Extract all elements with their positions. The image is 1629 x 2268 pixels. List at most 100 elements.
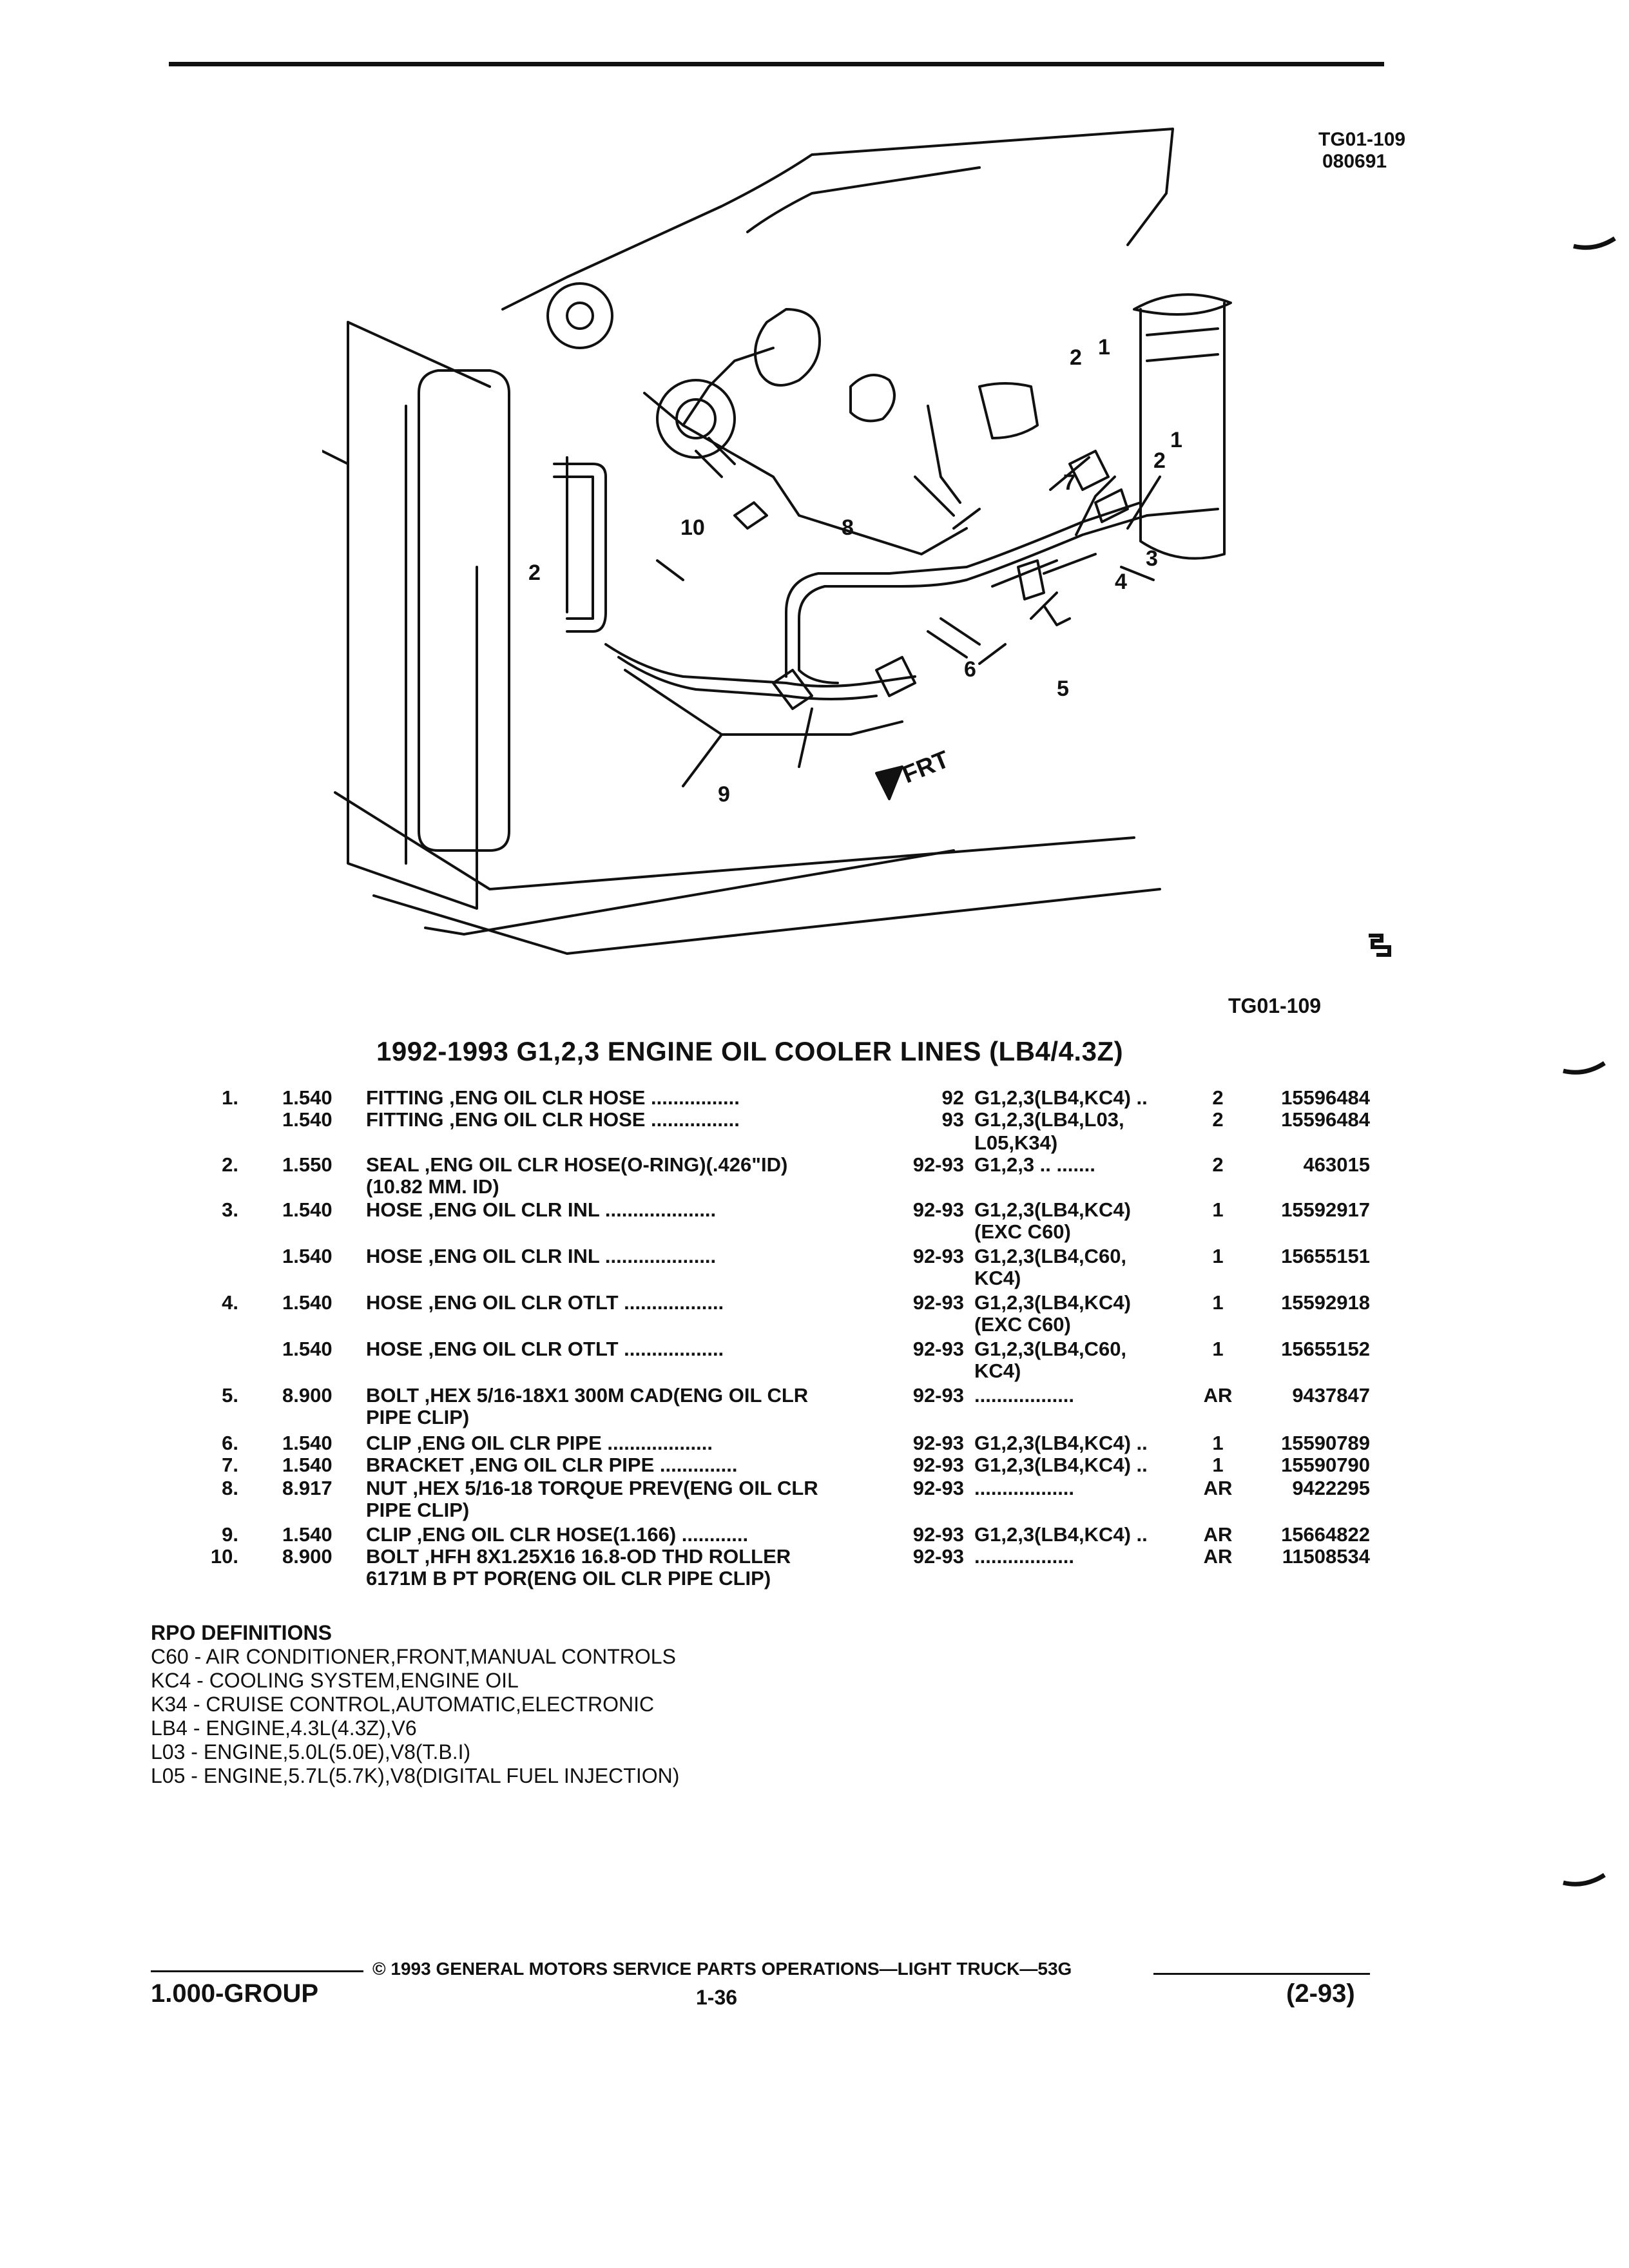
model-year: 92-93 <box>912 1245 964 1267</box>
group-number: 8.900 <box>282 1384 333 1407</box>
group-number: 1.550 <box>282 1153 333 1176</box>
part-number: 15664822 <box>1281 1523 1370 1546</box>
part-number: 15596484 <box>1281 1108 1370 1131</box>
group-number: 1.540 <box>282 1245 333 1267</box>
part-description: (10.82 MM. ID) <box>366 1175 499 1198</box>
callout-label: 1 <box>1170 428 1182 452</box>
part-number: 15590790 <box>1281 1454 1370 1476</box>
group-number: 1.540 <box>282 1523 333 1546</box>
rpo-line: LB4 - ENGINE,4.3L(4.3Z),V6 <box>151 1716 417 1740</box>
model-year: 92-93 <box>912 1198 964 1221</box>
callout-label: 8 <box>842 515 854 540</box>
model-year: 92-93 <box>912 1153 964 1176</box>
part-number: 15592917 <box>1281 1198 1370 1221</box>
model-year: 92-93 <box>912 1477 964 1499</box>
usage-code: (EXC C60) <box>974 1220 1071 1243</box>
part-description: HOSE ,ENG OIL CLR INL ..................… <box>366 1245 717 1267</box>
model-year: 92-93 <box>912 1454 964 1476</box>
rpo-line: K34 - CRUISE CONTROL,AUTOMATIC,ELECTRONI… <box>151 1693 655 1716</box>
usage-code: .................. <box>974 1384 1075 1407</box>
usage-code: KC4) <box>974 1360 1021 1382</box>
rpo-line: C60 - AIR CONDITIONER,FRONT,MANUAL CONTR… <box>151 1645 676 1668</box>
part-description: BRACKET ,ENG OIL CLR PIPE .............. <box>366 1454 738 1476</box>
group-number: 1.540 <box>282 1432 333 1454</box>
usage-code: G1,2,3(LB4,C60, <box>974 1338 1127 1360</box>
item-number: 1. <box>222 1086 238 1109</box>
part-description: BOLT ,HFH 8X1.25X16 16.8-OD THD ROLLER <box>366 1545 791 1568</box>
quantity: 1 <box>1212 1454 1224 1476</box>
part-number: 11508534 <box>1282 1545 1370 1568</box>
item-number: 3. <box>222 1198 238 1221</box>
part-description: PIPE CLIP) <box>366 1406 470 1428</box>
callout-label: 1 <box>1098 335 1110 360</box>
usage-code: G1,2,3(LB4,KC4) <box>974 1291 1131 1314</box>
model-year: 92-93 <box>912 1523 964 1546</box>
quantity: 1 <box>1212 1245 1224 1267</box>
quantity: 1 <box>1212 1291 1224 1314</box>
group-number: 8.917 <box>282 1477 333 1499</box>
part-description: 6171M B PT POR(ENG OIL CLR PIPE CLIP) <box>366 1567 771 1590</box>
page-number: 1-36 <box>696 1986 738 2009</box>
item-number: 5. <box>222 1384 238 1407</box>
part-description: FITTING ,ENG OIL CLR HOSE ..............… <box>366 1086 740 1109</box>
figure-date-code: 080691 <box>1322 151 1387 172</box>
copyright-line: © 1993 GENERAL MOTORS SERVICE PARTS OPER… <box>372 1959 1072 1979</box>
usage-code: G1,2,3(LB4,KC4) .. <box>974 1086 1148 1109</box>
model-year: 92-93 <box>912 1545 964 1568</box>
usage-code: G1,2,3(LB4,KC4) <box>974 1198 1131 1221</box>
usage-code: .................. <box>974 1545 1075 1568</box>
usage-code: .................. <box>974 1477 1075 1499</box>
quantity: 1 <box>1212 1198 1224 1221</box>
part-number: 15590789 <box>1281 1432 1370 1454</box>
group-number: 8.900 <box>282 1545 333 1568</box>
model-year: 92-93 <box>912 1384 964 1407</box>
usage-code: G1,2,3(LB4,KC4) .. <box>974 1432 1148 1454</box>
figure-code-bottom: TG01-109 <box>1228 994 1322 1017</box>
rpo-definitions: RPO DEFINITIONS C60 - AIR CONDITIONER,FR… <box>151 1621 679 1788</box>
margin-mark <box>1563 1061 1606 1075</box>
model-year: 92 <box>941 1086 964 1109</box>
part-number: 15592918 <box>1281 1291 1370 1314</box>
group-number: 1.540 <box>282 1338 333 1360</box>
part-description: CLIP ,ENG OIL CLR PIPE .................… <box>366 1432 713 1454</box>
footer-rule-right <box>1153 1973 1370 1975</box>
item-number: 9. <box>222 1523 238 1546</box>
usage-code: G1,2,3 .. ....... <box>974 1153 1095 1176</box>
model-year: 92-93 <box>912 1291 964 1314</box>
part-description: BOLT ,HEX 5/16-18X1 300M CAD(ENG OIL CLR <box>366 1384 809 1407</box>
part-description: CLIP ,ENG OIL CLR HOSE(1.166) ..........… <box>366 1523 749 1546</box>
quantity: 2 <box>1212 1108 1224 1131</box>
usage-code: G1,2,3(LB4,L03, <box>974 1108 1124 1131</box>
part-description: PIPE CLIP) <box>366 1499 470 1521</box>
callout-label: 7 <box>1063 470 1075 495</box>
callout-label: 2 <box>1153 448 1166 473</box>
rpo-heading: RPO DEFINITIONS <box>151 1621 332 1644</box>
group-number: 1.540 <box>282 1291 333 1314</box>
part-number: 15655152 <box>1281 1338 1370 1360</box>
callout-label: 5 <box>1057 677 1069 701</box>
item-number: 2. <box>222 1153 238 1176</box>
model-year: 92-93 <box>912 1432 964 1454</box>
usage-code: L05,K34) <box>974 1131 1058 1154</box>
part-description: HOSE ,ENG OIL CLR OTLT .................… <box>366 1291 724 1314</box>
quantity: 2 <box>1212 1153 1224 1176</box>
item-number: 8. <box>222 1477 238 1499</box>
callout-label: 10 <box>680 515 705 540</box>
item-number: 6. <box>222 1432 238 1454</box>
quantity: AR <box>1203 1384 1233 1407</box>
group-number: 1.540 <box>282 1198 333 1221</box>
logo-icon <box>1369 934 1391 957</box>
part-number: 15596484 <box>1281 1086 1370 1109</box>
model-year: 92-93 <box>912 1338 964 1360</box>
usage-code: (EXC C60) <box>974 1313 1071 1336</box>
group-number: 1.540 <box>282 1108 333 1131</box>
rpo-line: L05 - ENGINE,5.7L(5.7K),V8(DIGITAL FUEL … <box>151 1764 680 1787</box>
part-number: 9437847 <box>1292 1384 1370 1407</box>
quantity: 2 <box>1212 1086 1224 1109</box>
callout-label: 3 <box>1146 546 1158 571</box>
part-description: SEAL ,ENG OIL CLR HOSE(O-RING)(.426"ID) <box>366 1153 788 1176</box>
group-number: 1.540 <box>282 1454 333 1476</box>
callout-label: 2 <box>528 561 541 585</box>
callout-label: 4 <box>1115 570 1127 594</box>
quantity: 1 <box>1212 1432 1224 1454</box>
